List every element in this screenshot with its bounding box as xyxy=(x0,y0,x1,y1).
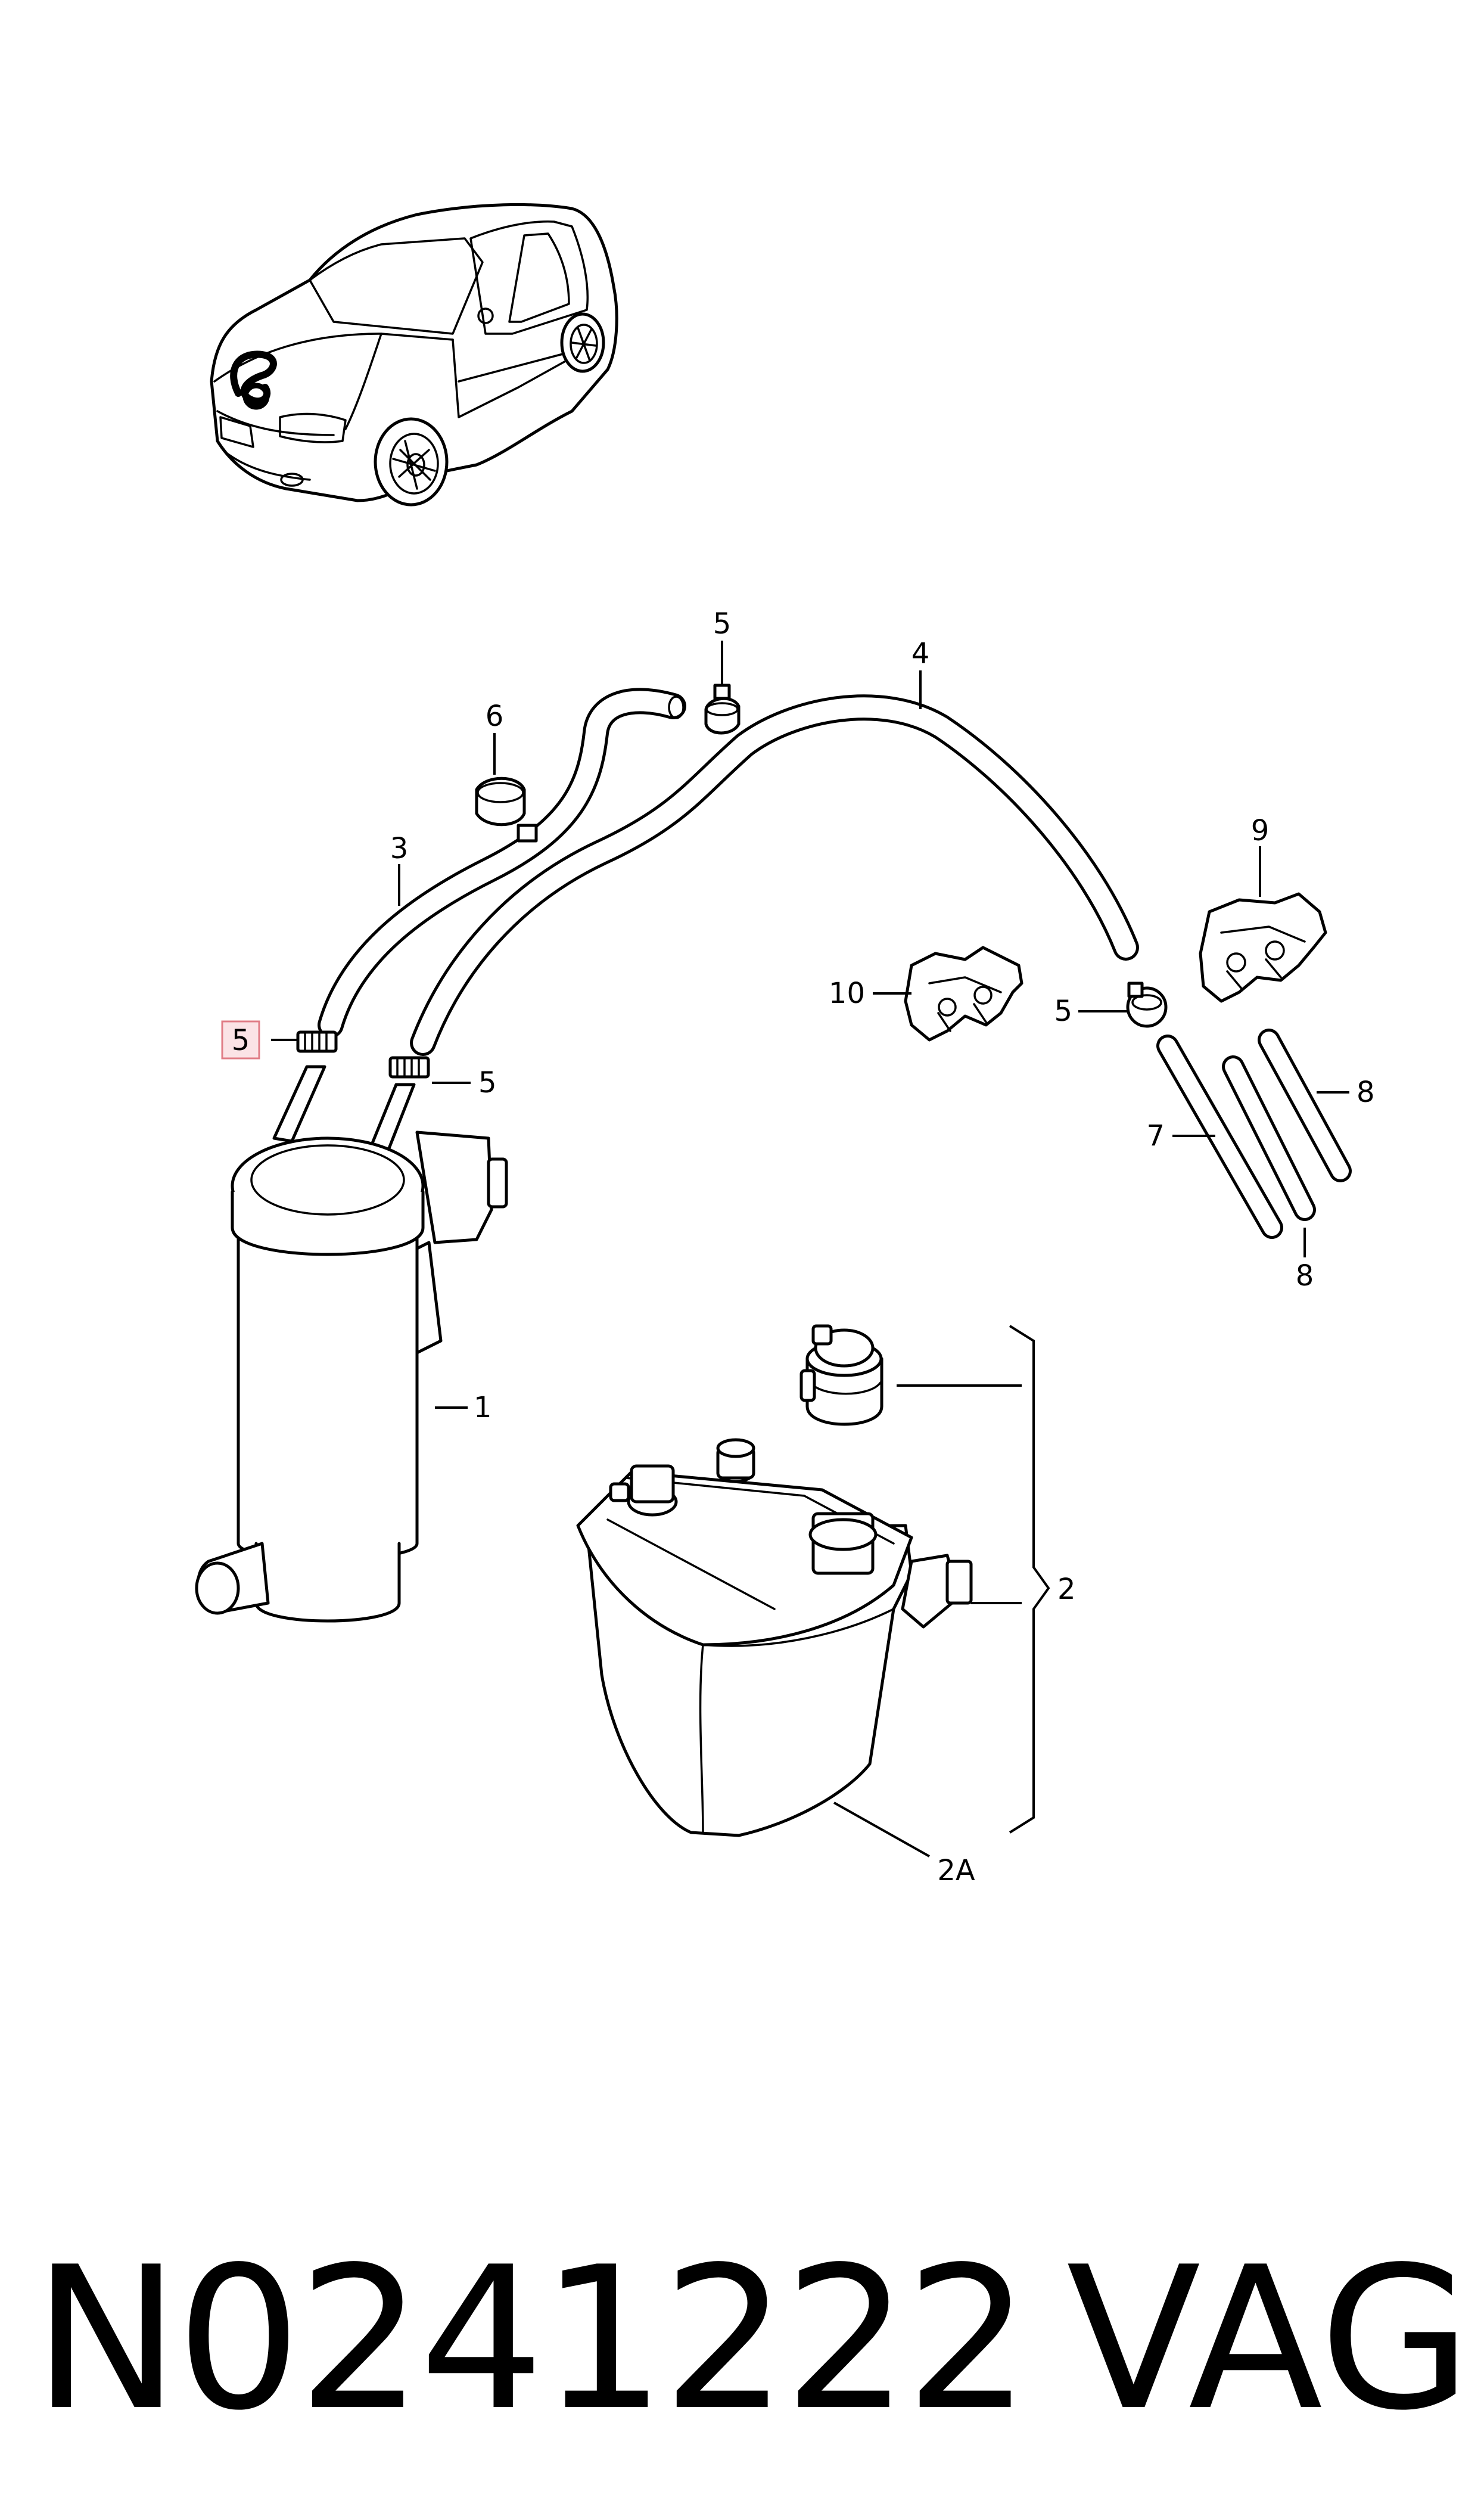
clamp-6 xyxy=(475,776,538,843)
callout-5-top: 5 xyxy=(713,607,732,641)
highlight-box xyxy=(221,1020,260,1060)
callout-2: 2 xyxy=(1057,1573,1076,1606)
callout-5-right: 5 xyxy=(478,1066,497,1099)
washer-pump-1 xyxy=(195,1130,508,1623)
callout-7: 7 xyxy=(1146,1119,1165,1153)
rod-8-right xyxy=(1258,1029,1352,1182)
hose-3 xyxy=(318,688,686,1038)
rod-7 xyxy=(1156,1035,1283,1239)
leader-lines xyxy=(271,641,1349,1858)
clamp-5-right xyxy=(1126,981,1168,1028)
part-number: N0241222 xyxy=(33,2225,1031,2453)
callout-9: 9 xyxy=(1251,814,1270,847)
callout-labels: 6 5 4 3 9 10 5 5 5 7 8 8 1 2 2A xyxy=(232,607,1375,1887)
reservoir-cap xyxy=(799,1324,883,1426)
callout-4: 4 xyxy=(911,637,930,670)
callout-8-right: 8 xyxy=(1357,1076,1375,1109)
car-illustration xyxy=(210,203,618,507)
hose-4 xyxy=(410,694,1139,1056)
callout-6: 6 xyxy=(486,700,504,733)
rod-8-left xyxy=(1222,1055,1316,1221)
callout-5-mid: 5 xyxy=(1054,995,1072,1028)
clip-9 xyxy=(1199,892,1327,1003)
callout-1: 1 xyxy=(474,1391,492,1424)
clip-10 xyxy=(904,946,1023,1042)
clamp-5-top xyxy=(704,684,741,735)
callout-3: 3 xyxy=(390,832,409,865)
callout-2a: 2A xyxy=(937,1854,975,1887)
washer-reservoir-2 xyxy=(576,1438,973,1837)
connector-5-left xyxy=(272,1030,338,1143)
brand-name: VAG xyxy=(1066,2225,1472,2453)
callout-10: 10 xyxy=(829,977,865,1010)
callout-8-bottom: 8 xyxy=(1296,1259,1314,1293)
callout-5-highlight: 5 xyxy=(232,1024,250,1057)
